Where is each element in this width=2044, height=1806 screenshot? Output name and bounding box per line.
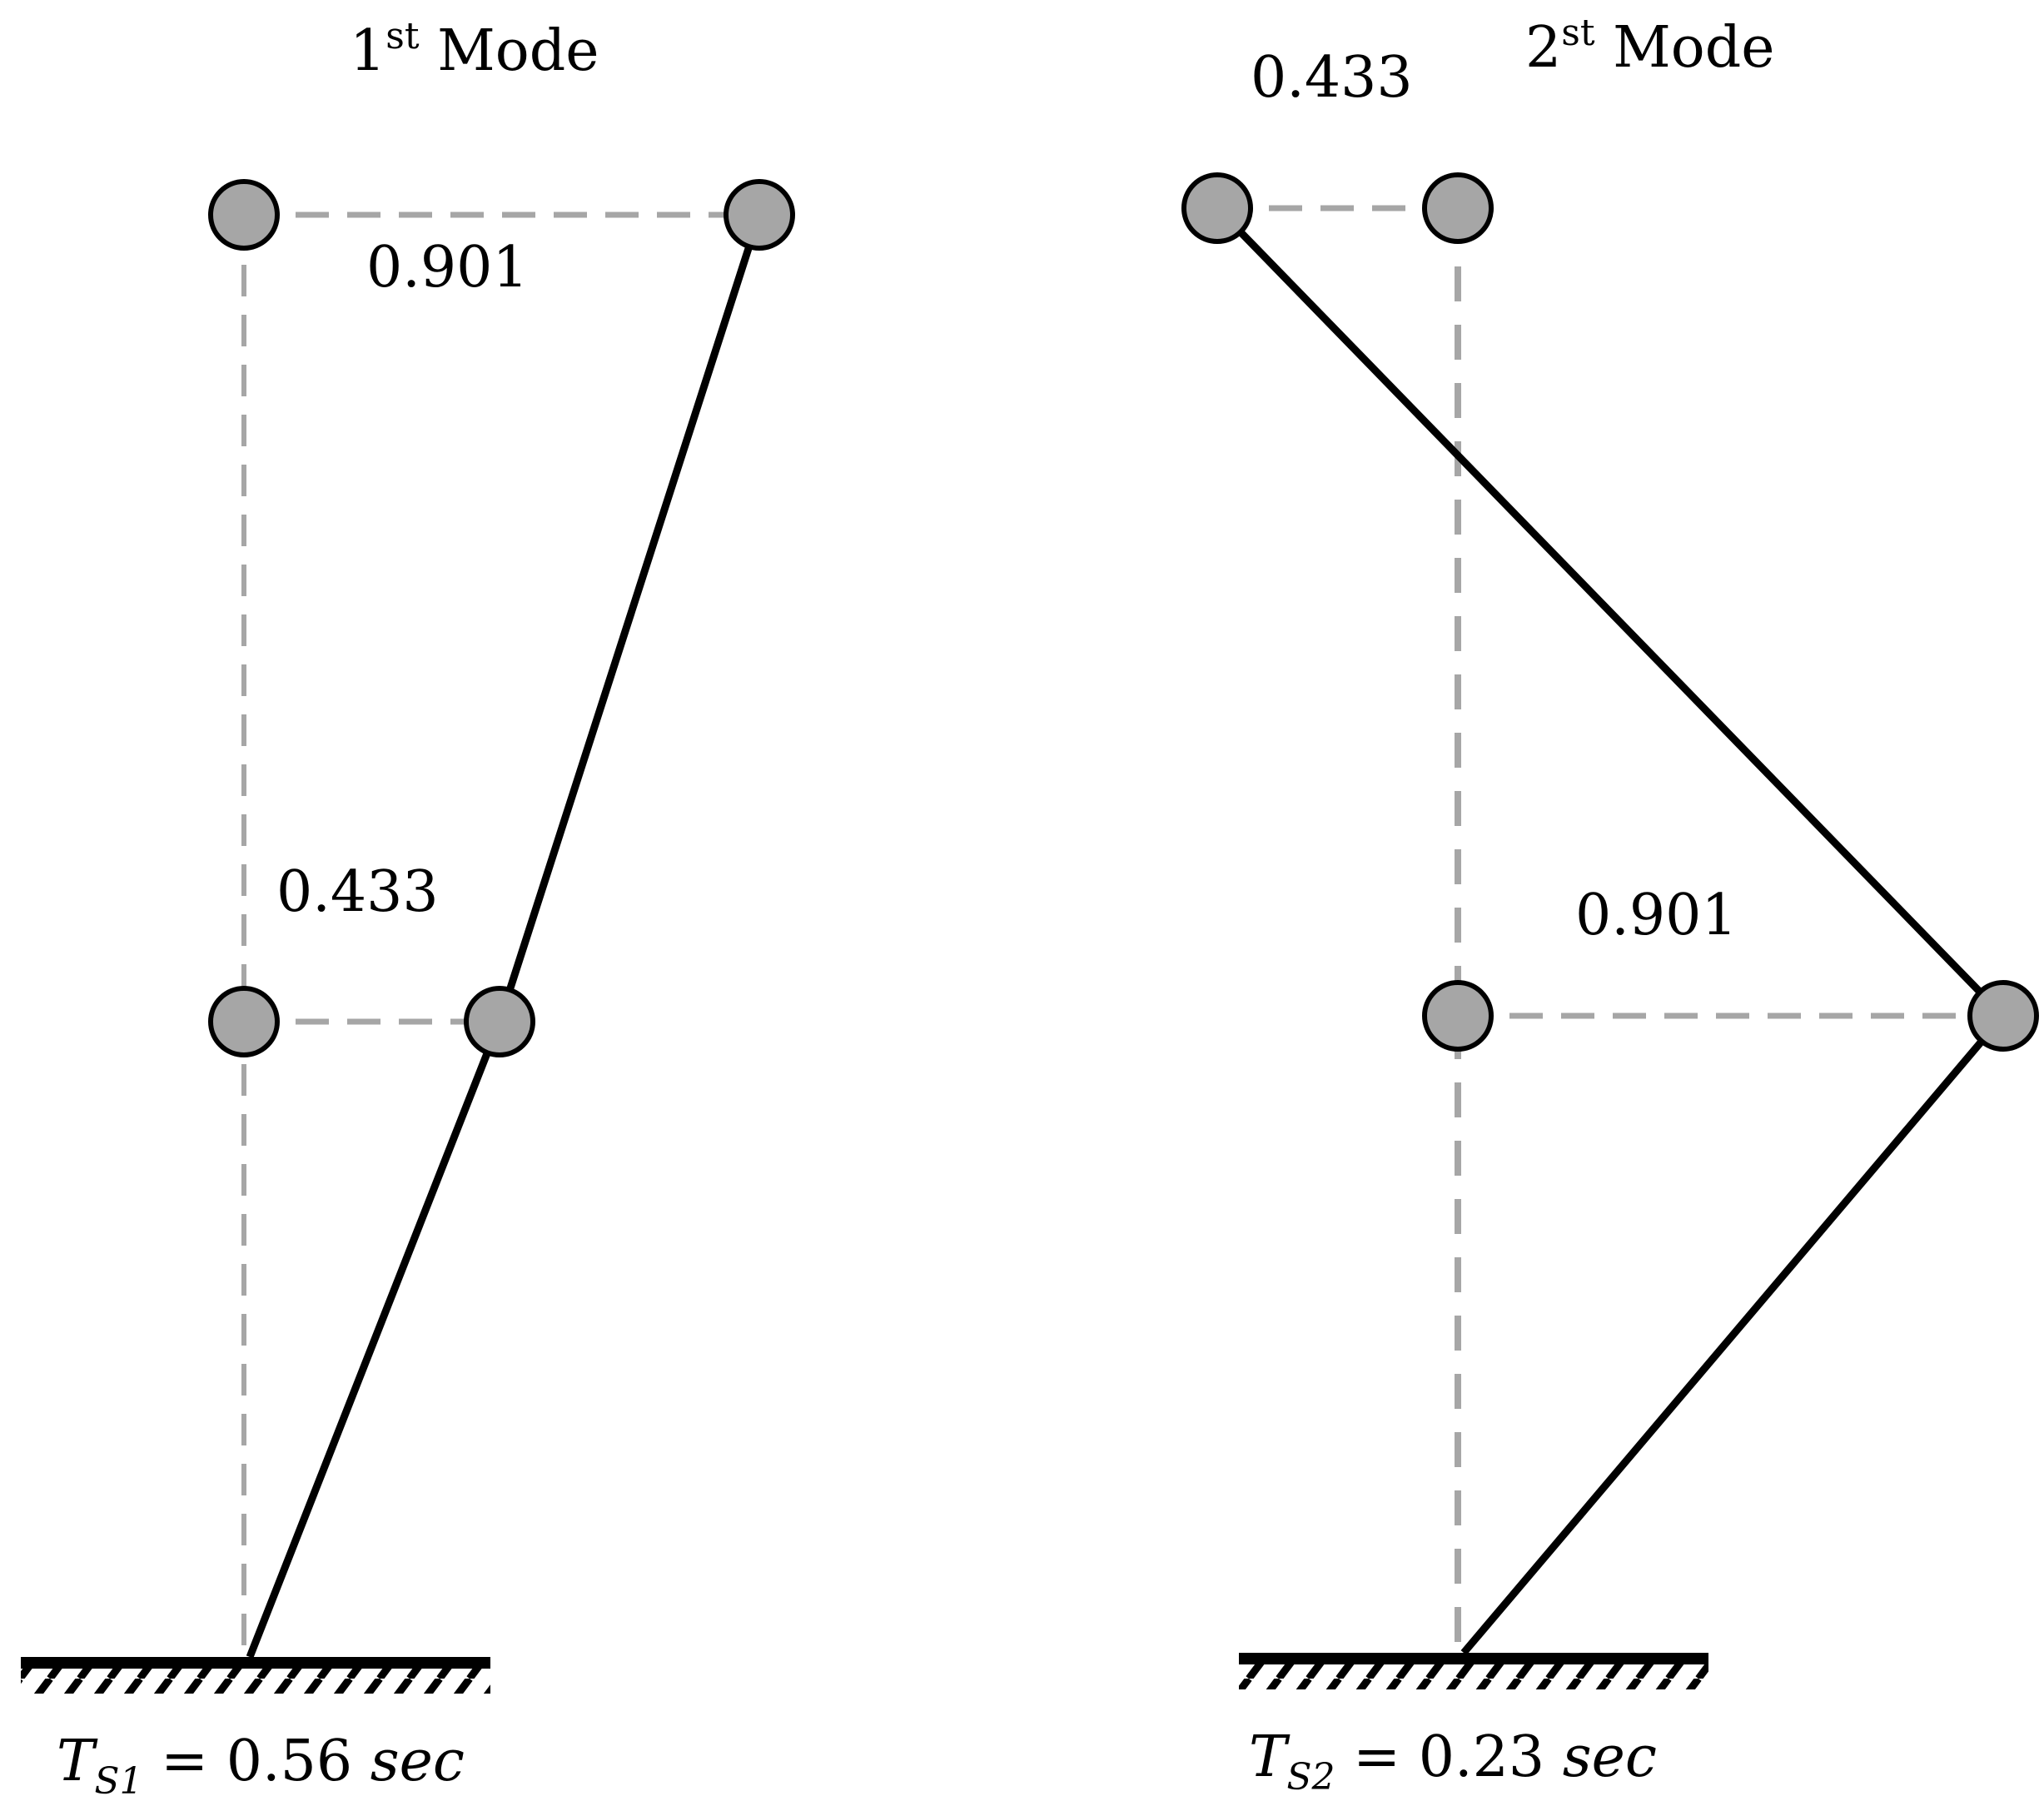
mode2-ground-line xyxy=(1239,1653,1708,1664)
mode1-group: 1st Mode 0.901 0.433 TS1 = 0.56 sec xyxy=(21,15,795,1803)
mode1-top-value: 0.901 xyxy=(366,235,529,301)
mode2-title: 2st Mode xyxy=(1525,12,1774,81)
mode1-ground-line xyxy=(21,1657,490,1669)
mode2-group: 2st Mode 0.433 0.901 TS2 = 0.23 sec xyxy=(1181,12,2039,1799)
mode1-node-top-deformed xyxy=(724,179,795,251)
mode2-node-mid-undeformed xyxy=(1422,980,1494,1052)
mode1-mid-value: 0.433 xyxy=(276,859,439,925)
mode2-mid-value: 0.901 xyxy=(1575,883,1738,948)
mode1-shape-line xyxy=(246,213,763,1659)
mode1-node-mid-undeformed xyxy=(208,986,280,1057)
mode1-period-label: TS1 = 0.56 sec xyxy=(57,1729,465,1802)
mode2-node-top-undeformed xyxy=(1422,172,1494,244)
mode2-top-value: 0.433 xyxy=(1251,45,1413,111)
mode1-node-top-undeformed xyxy=(208,179,280,251)
mode2-node-mid-deformed xyxy=(1967,980,2039,1052)
mode2-period-label: TS2 = 0.23 sec xyxy=(1249,1724,1657,1799)
mode1-title: 1st Mode xyxy=(350,15,599,84)
mode1-node-mid-deformed xyxy=(464,986,535,1057)
mode2-node-top-deformed xyxy=(1181,172,1253,244)
